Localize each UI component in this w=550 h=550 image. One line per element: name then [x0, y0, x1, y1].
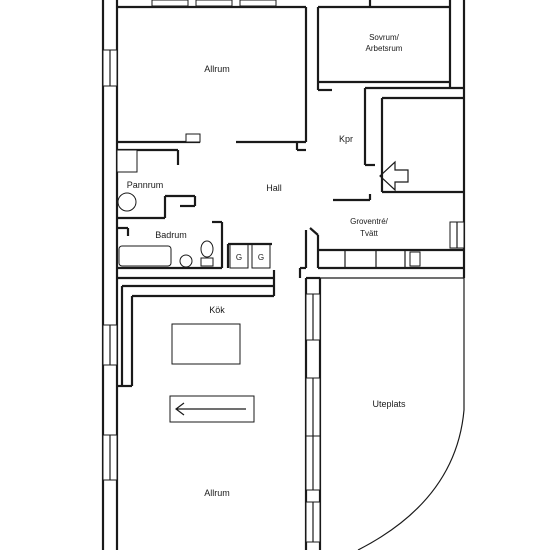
room-label-allrum-top: Allrum — [204, 64, 230, 74]
sink-icon — [179, 254, 193, 268]
allrum-top-walls — [117, 5, 308, 152]
hall-walls — [298, 230, 308, 278]
room-label-kpr: Kpr — [339, 134, 353, 144]
top-windows — [151, 0, 277, 7]
room-label-groventre-line1: Groventré/ — [350, 217, 389, 226]
entrance-arrow — [379, 160, 409, 192]
room-label-hall: Hall — [266, 183, 282, 193]
sovrum-walls — [316, 0, 450, 92]
room-label-sovrum-line2: Arbetsrum — [366, 44, 403, 53]
pannrum-walls — [116, 148, 197, 220]
room-label-allrum-bottom: Allrum — [204, 488, 230, 498]
cabinet-label-g1: G — [236, 253, 242, 262]
room-label-uteplats: Uteplats — [372, 399, 406, 409]
boiler-icon — [117, 192, 137, 212]
groventre-walls — [309, 194, 465, 270]
room-label-kok: Kök — [209, 305, 225, 315]
toilet-icon — [200, 240, 214, 258]
stair-arrow — [175, 402, 246, 416]
room-label-pannrum: Pannrum — [127, 180, 164, 190]
cabinet-label-g2: G — [258, 253, 264, 262]
bathtub — [118, 245, 172, 267]
uteplats-outline — [320, 277, 465, 550]
room-label-badrum: Badrum — [155, 230, 187, 240]
left-windows — [102, 49, 118, 481]
middle-walls — [304, 276, 322, 550]
room-label-sovrum-line1: Sovrum/ — [369, 33, 400, 42]
kitchen-island — [171, 323, 241, 365]
kpr-walls — [363, 86, 464, 194]
badrum-walls — [117, 220, 224, 270]
kok-walls — [117, 270, 276, 423]
room-label-groventre-line2: Tvätt — [360, 229, 379, 238]
g-cabinets — [226, 242, 272, 269]
